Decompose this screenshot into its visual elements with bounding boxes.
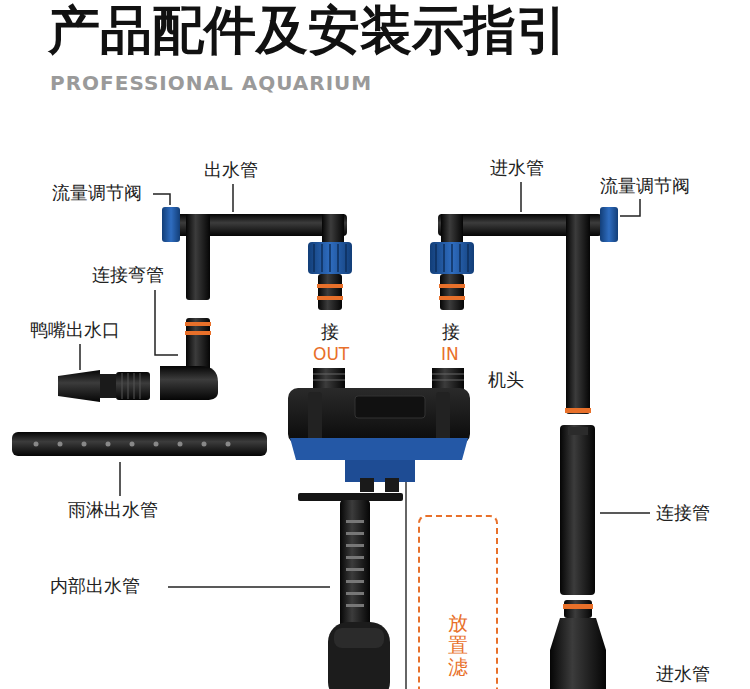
- connecting-tube: [550, 425, 606, 689]
- subtitle: PROFESSIONAL AQUARIUM: [50, 72, 372, 94]
- pump-head: [288, 368, 470, 689]
- duckbill-outlet: [58, 370, 150, 402]
- page-title: 产品配件及安装示指引: [48, 2, 568, 59]
- filter-zone: 放置滤: [418, 515, 498, 689]
- part-label: 雨淋出水管: [68, 500, 158, 520]
- part-label: 流量调节阀: [52, 183, 142, 203]
- elbow-pipe: [160, 318, 218, 400]
- part-label: 鸭嘴出水口: [30, 320, 120, 340]
- part-label: 内部出水管: [50, 576, 140, 596]
- part-label: 进水管: [656, 664, 710, 684]
- part-label: 连接管: [656, 503, 710, 523]
- part-label: 接: [442, 322, 460, 342]
- part-label: OUT: [313, 345, 349, 364]
- internal-outlet: [328, 500, 390, 689]
- part-label: 流量调节阀: [600, 176, 690, 196]
- part-label: 连接弯管: [92, 265, 164, 285]
- spray-bar: [12, 432, 267, 456]
- zone-label: 放置滤: [448, 612, 468, 678]
- part-label: IN: [441, 345, 459, 364]
- part-label: 机头: [488, 370, 524, 390]
- part-label: 出水管: [204, 160, 258, 180]
- part-label: 进水管: [490, 158, 544, 178]
- outlet-pipe: [162, 207, 352, 310]
- inlet-pipe: [430, 207, 618, 414]
- part-label: 接: [321, 322, 339, 342]
